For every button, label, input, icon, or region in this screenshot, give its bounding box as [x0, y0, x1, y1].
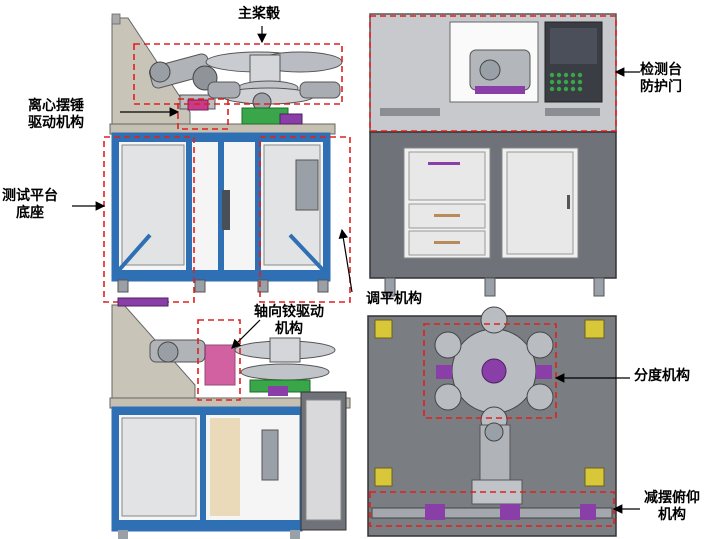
label-test-platform-line1: 测试平台: [2, 188, 58, 204]
label-test-platform-line2: 底座: [16, 205, 44, 221]
label-test-platform: 测试平台 底座: [2, 188, 58, 222]
box-axial-hinge: [197, 319, 241, 401]
box-main-hub: [133, 43, 343, 105]
label-centrifugal-drive-line2: 驱动机构: [28, 115, 84, 131]
label-centrifugal-drive: 离心摆锤 驱动机构: [28, 98, 84, 132]
top-right-front-view: [369, 13, 617, 297]
bottom-right-top-view: [367, 306, 617, 537]
bottom-left-side-view: [109, 297, 351, 539]
indicator-lights: [549, 72, 583, 92]
label-guard-door-line1: 检测台: [640, 62, 682, 78]
label-pitch-line2: 机构: [658, 507, 686, 523]
box-leveling: [259, 136, 351, 303]
label-axial-hinge-line2: 机构: [275, 321, 303, 337]
label-leveling: 调平机构: [366, 291, 422, 307]
label-axial-hinge: 轴向铰驱动 机构: [254, 304, 324, 338]
label-centrifugal-drive-line1: 离心摆锤: [28, 98, 84, 114]
main-hub-top-left: [205, 51, 343, 112]
label-pitch-line1: 减摆俯仰: [644, 490, 700, 506]
label-indexing: 分度机构: [634, 368, 690, 384]
platform-frame-top-left: [111, 132, 331, 293]
label-guard-door-line2: 防护门: [640, 79, 682, 95]
label-axial-hinge-line1: 轴向铰驱动: [254, 304, 324, 320]
label-guard-door: 检测台 防护门: [640, 62, 682, 96]
top-left-side-view: [109, 13, 343, 293]
box-indexing: [423, 323, 557, 419]
label-pitch: 减摆俯仰 机构: [644, 490, 700, 524]
leader-lines: [72, 26, 640, 514]
label-main-hub: 主桨毂: [238, 6, 280, 22]
